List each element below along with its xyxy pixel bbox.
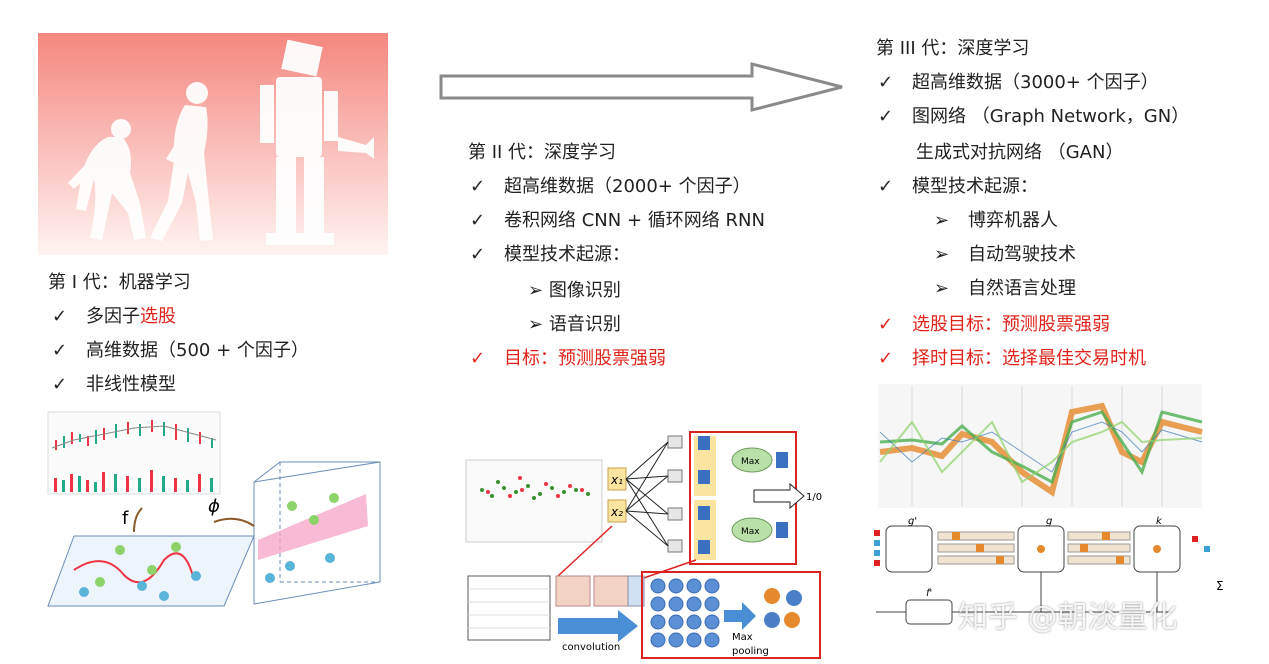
arrow-bullet-icon: ➢ (934, 278, 950, 299)
gen3-sub-item-text: 自动驾驶技术 (968, 244, 1076, 265)
check-icon: ✓ (878, 314, 894, 335)
convolution-label: convolution (562, 642, 620, 653)
gen2-item-3: ✓ 模型技术起源： (470, 238, 630, 272)
gen3-item-text: 图网络 （Graph Network，GN） (912, 106, 1190, 127)
gen2-item-text: 超高维数据（2000+ 个因子） (504, 176, 751, 197)
gen3-goal-text: 择时目标：选择最佳交易时机 (912, 348, 1146, 369)
check-icon: ✓ (52, 306, 68, 327)
gen2-item-text: 卷积网络 CNN + 循环网络 RNN (504, 210, 765, 231)
gen2-figure: x₁ x₂ Max Max 1/0 (462, 430, 834, 660)
max-label: Max (741, 527, 760, 537)
check-icon: ✓ (470, 348, 486, 369)
gen3-gan-line: 生成式对抗网络 （GAN） (916, 142, 1124, 163)
max-pooling-label-2: pooling (732, 646, 769, 657)
gen1-item-1: ✓ 多因子选股 (52, 300, 176, 334)
gen3-sub-item-text: 自然语言处理 (968, 278, 1076, 299)
gen2-sub-item-1: ➢ 图像识别 (528, 274, 621, 308)
evolution-banner (38, 33, 388, 255)
k-label: k (1156, 516, 1163, 527)
check-icon: ✓ (470, 210, 486, 231)
gen1-item-text: 高维数据（500 + 个因子） (86, 340, 309, 361)
output-label: 1/0 (806, 492, 822, 503)
kernel-mapping-diagram: f ϕ (47, 411, 381, 607)
cnn-diagram: x₁ x₂ Max Max 1/0 (465, 431, 822, 659)
arrow-bullet-icon: ➢ (528, 280, 544, 301)
gen1-figure: f ϕ (44, 410, 394, 610)
gen1-item-text: 非线性模型 (86, 374, 176, 395)
arrow-bullet-icon: ➢ (934, 244, 950, 265)
check-icon: ✓ (878, 106, 894, 127)
gen3-origin-text: 模型技术起源： (912, 176, 1038, 197)
gen3-sub-item-3: ➢ 自然语言处理 (934, 272, 1076, 306)
gen3-goal-text: 选股目标：预测股票强弱 (912, 314, 1110, 335)
check-icon: ✓ (470, 244, 486, 265)
g-prime-label: g' (908, 516, 917, 527)
check-icon: ✓ (470, 176, 486, 197)
sigma-label: Σ (1216, 579, 1224, 593)
arrow-bullet-icon: ➢ (934, 210, 950, 231)
gen3-goal-2: ✓ 择时目标：选择最佳交易时机 (878, 342, 1146, 376)
check-icon: ✓ (878, 348, 894, 369)
gen2-sub-item-text: 图像识别 (548, 280, 621, 301)
gen2-sub-item-text: 语音识别 (548, 314, 621, 335)
gen2-goal: ✓ 目标：预测股票强弱 (470, 342, 666, 376)
x2-label: x₂ (610, 505, 623, 519)
phi-label: ϕ (208, 496, 220, 517)
gen3-item-1: ✓ 超高维数据（3000+ 个因子） (878, 66, 1159, 100)
g-label: g (1046, 516, 1052, 527)
f-label: f (122, 508, 129, 529)
gen3-figure: g' g k Σ f' (872, 382, 1248, 632)
gen2-item-text: 模型技术起源： (504, 244, 630, 265)
arrow-bullet-icon: ➢ (528, 314, 544, 335)
f-prime-label: f' (926, 588, 932, 599)
progression-arrow (438, 62, 850, 116)
check-icon: ✓ (52, 340, 68, 361)
gen1-title: 第 I 代：机器学习 (48, 272, 191, 293)
gen2-title: 第 II 代：深度学习 (468, 142, 617, 163)
gen3-origin: ✓ 模型技术起源： (878, 170, 1038, 204)
stock-chart-thumbnail (47, 411, 221, 495)
gen3-sub-item-2: ➢ 自动驾驶技术 (934, 238, 1076, 272)
arrow-right-icon (439, 62, 843, 112)
gen3-item-2: ✓ 图网络 （Graph Network，GN） (878, 100, 1189, 134)
gen2-item-1: ✓ 超高维数据（2000+ 个因子） (470, 170, 751, 204)
max-pooling-label-1: Max (732, 632, 753, 643)
gen2-item-2: ✓ 卷积网络 CNN + 循环网络 RNN (470, 204, 765, 238)
max-label: Max (741, 457, 760, 467)
watermark: 知乎 @朝淡量化 (958, 600, 1178, 635)
check-icon: ✓ (878, 176, 894, 197)
gen1-item-3: ✓ 非线性模型 (52, 368, 176, 402)
gen1-item-2: ✓ 高维数据（500 + 个因子） (52, 334, 309, 368)
gen3-sub-item-text: 博弈机器人 (968, 210, 1058, 231)
evolution-illustration (38, 33, 388, 255)
check-icon: ✓ (878, 72, 894, 93)
graph-network-diagram: g' g k Σ f' (874, 384, 1224, 625)
gen3-title: 第 III 代：深度学习 (876, 38, 1030, 59)
gen2-goal-text: 目标：预测股票强弱 (504, 348, 666, 369)
gen1-item-highlight: 选股 (140, 306, 176, 327)
gen2-sub-item-2: ➢ 语音识别 (528, 308, 621, 342)
gen1-item-text: 多因子 (86, 306, 140, 327)
gen3-item-text: 超高维数据（3000+ 个因子） (912, 72, 1159, 93)
gen3-sub-item-1: ➢ 博弈机器人 (934, 204, 1058, 238)
check-icon: ✓ (52, 374, 68, 395)
x1-label: x₁ (610, 473, 623, 487)
gen3-goal-1: ✓ 选股目标：预测股票强弱 (878, 308, 1110, 342)
